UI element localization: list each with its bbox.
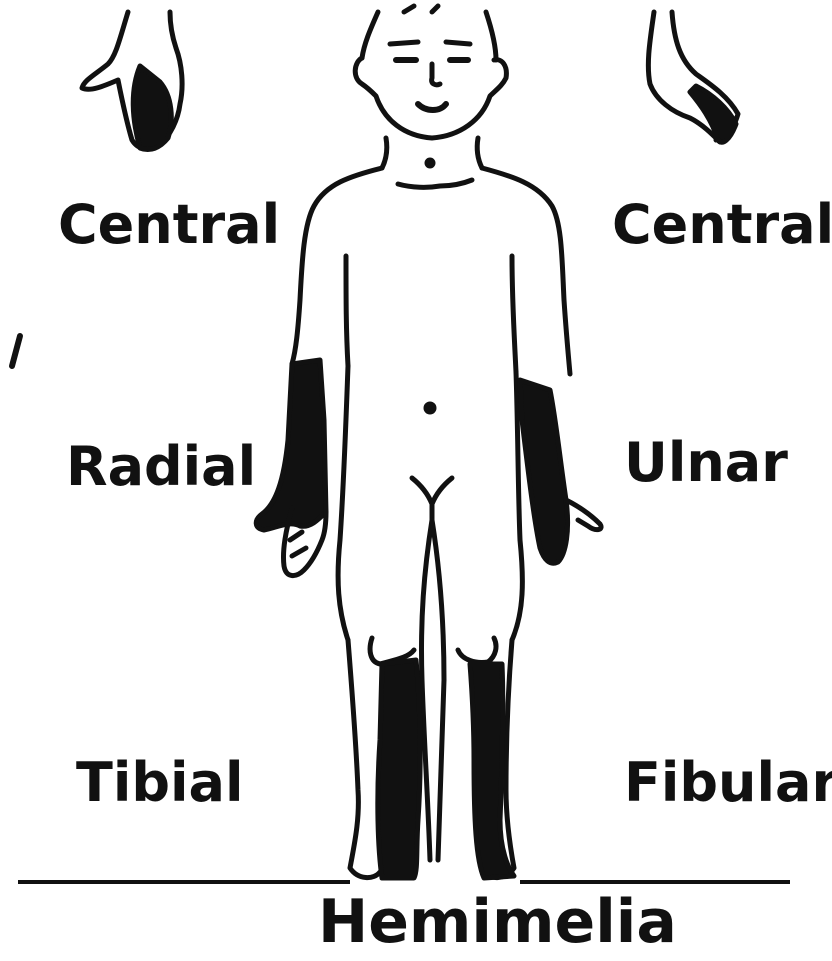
label-central-left: Central <box>58 198 280 252</box>
label-tibial: Tibial <box>76 756 243 810</box>
child-figure <box>256 6 601 878</box>
label-ulnar: Ulnar <box>624 436 788 490</box>
label-central-right: Central <box>612 198 832 252</box>
central-left-hand-illustration <box>82 12 182 150</box>
stray-mark <box>12 336 20 366</box>
label-fibular: Fibular <box>624 756 832 810</box>
central-right-hand-illustration <box>648 12 738 142</box>
label-radial: Radial <box>66 440 256 494</box>
figure-title: Hemimelia <box>318 892 677 952</box>
